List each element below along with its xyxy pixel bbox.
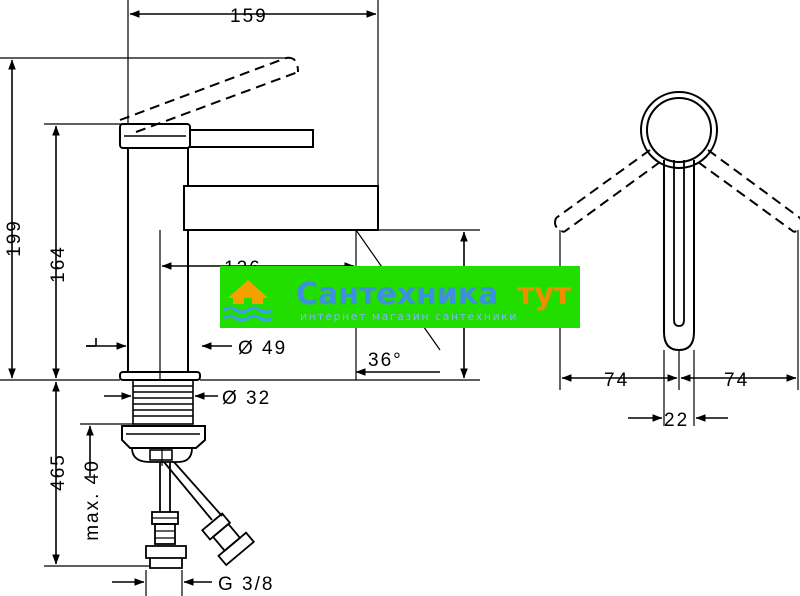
house-waves-logo-icon: [223, 280, 273, 322]
top-lever: [663, 160, 695, 352]
front-view: [119, 56, 379, 569]
top-view-labels: 74 74 22: [604, 370, 749, 431]
mounting-nut: [121, 425, 206, 449]
top-lever-slot: [673, 160, 685, 327]
label-diameter-32: Ø 32: [222, 388, 271, 409]
top-view: [554, 91, 800, 352]
watermark-banner: Сантехника тут интернет магазин сантехни…: [220, 266, 580, 328]
lever-open-dashed: [119, 56, 299, 133]
lever-cap: [119, 123, 191, 149]
top-view-dimensions: [559, 230, 799, 426]
watermark-title-part1: Сантехника: [296, 277, 498, 312]
label-36-degrees: 36°: [368, 350, 403, 371]
top-body-inner-circle: [646, 97, 712, 163]
label-max-40: max. 40: [82, 459, 103, 541]
spout: [183, 185, 379, 231]
top-lever-swing-dashed: [554, 149, 800, 233]
watermark-subtitle: интернет магазин сантехники: [300, 310, 518, 323]
watermark-title: Сантехника тут: [296, 277, 572, 312]
label-diameter-49: Ø 49: [238, 338, 287, 359]
label-164: 164: [48, 245, 69, 283]
label-74-right: 74: [724, 370, 749, 391]
label-159: 159: [230, 6, 268, 27]
watermark-background: [220, 266, 580, 328]
supply-hoses: [145, 461, 256, 569]
label-thread-g38: G 3/8: [218, 574, 274, 595]
label-22: 22: [664, 410, 689, 431]
label-199: 199: [4, 219, 25, 257]
label-465: 465: [48, 453, 69, 491]
label-74-left: 74: [604, 370, 629, 391]
top-body-outer-circle: [640, 91, 718, 169]
lever-handle: [190, 129, 314, 148]
thread-shank: [132, 379, 194, 425]
watermark-title-part2: тут: [517, 277, 572, 312]
